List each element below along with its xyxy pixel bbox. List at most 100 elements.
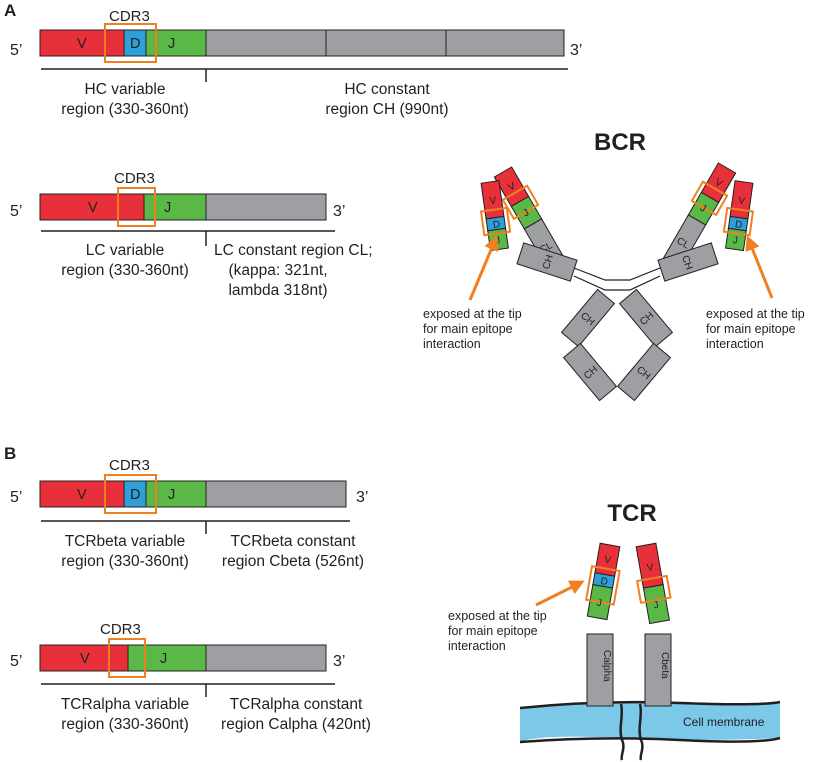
tcr-alpha-gene: CDR3 5’ V J 3’ TCRalpha variable region … [10,621,371,733]
hc-cdr3-box [104,23,157,63]
beta-j-label: J [168,487,175,503]
beta-constant-label-2: region Cbeta (526nt) [222,553,364,570]
beta-d-label: D [130,487,140,503]
beta-variable-label-1: TCRbeta variable [65,533,186,550]
hc-constant-segment [205,29,565,57]
beta-v-label: V [77,487,87,503]
hc-three-prime: 3’ [570,42,582,59]
hc-gene: CDR3 5’ V D J 3’ HC variable region (330… [10,8,582,118]
svg-text:J: J [732,235,738,247]
tcr-note-3: interaction [448,639,506,653]
lc-variable-label-1: LC variable [86,242,164,259]
bcr-note-left-3: interaction [423,337,481,351]
bcr-note-left-1: exposed at the tip [423,307,522,321]
lc-constant-label-2: (kappa: 321nt, [228,262,327,279]
tcr-diagram: TCR Cell membrane V D J Calpha V J [448,500,781,761]
svg-text:V: V [506,180,518,193]
bcr-fc-ch3-right: CH [616,342,672,402]
svg-text:J: J [653,600,660,612]
calpha-label: Calpha [601,650,612,682]
alpha-constant-label-1: TCRalpha constant [230,696,363,713]
hc-j-label: J [168,36,175,52]
bcr-left-arrow [468,235,499,301]
bcr-fc-ch3-left: CH [562,342,618,402]
beta-three-prime: 3’ [356,489,368,506]
bcr-right-ch1: CH [657,242,719,282]
hc-variable-label-1: HC variable [85,81,166,98]
alpha-j-segment [127,644,207,672]
alpha-cdr3-label: CDR3 [100,621,141,638]
beta-five-prime: 5’ [10,489,22,506]
bcr-left-ch1: CH [516,242,578,282]
alpha-variable-label-2: region (330-360nt) [61,716,189,733]
tcr-alpha-chain: V D J [584,542,621,621]
lc-cdr3-box [117,187,156,227]
svg-text:J: J [596,598,603,610]
panel-a-letter: A [4,1,16,20]
alpha-j-label: J [160,651,167,667]
svg-text:V: V [603,554,612,566]
alpha-cdr3-box [108,638,146,678]
cbeta-label: Cbeta [659,652,670,679]
lc-variable-label-2: region (330-360nt) [61,262,189,279]
alpha-constant-label-2: region Calpha (420nt) [221,716,371,733]
tcr-arrow [535,580,585,607]
lc-constant-label-3: lambda 318nt) [228,282,327,299]
hc-five-prime: 5’ [10,42,22,59]
lc-three-prime: 3’ [333,203,345,220]
svg-text:V: V [646,562,655,574]
beta-cdr3-label: CDR3 [109,457,150,474]
svg-text:J: J [698,203,708,215]
lc-j-segment [143,193,207,221]
lc-gene: CDR3 5’ V J 3’ LC variable region (330-3… [10,170,373,299]
beta-variable-label-2: region (330-360nt) [61,553,189,570]
cbeta-domain [644,633,672,707]
svg-text:CH: CH [679,254,694,271]
svg-text:V: V [489,195,497,207]
svg-text:CH: CH [541,254,556,271]
lc-v-label: V [88,200,98,216]
bcr-right-arrow [745,235,774,299]
bcr-note-right-1: exposed at the tip [706,307,805,321]
bcr-diagram: BCR V J CL V D J CH [423,129,805,402]
beta-v-segment [39,480,125,508]
lc-j-label: J [164,200,171,216]
svg-text:D: D [734,219,743,231]
hc-d-label: D [130,36,140,52]
beta-constant-segment [205,480,347,508]
svg-text:J: J [521,207,531,219]
hc-constant-label-2: region CH (990nt) [325,101,448,118]
tcr-title: TCR [607,500,656,527]
lc-constant-label-1: LC constant region CL; [214,242,373,259]
alpha-v-label: V [80,651,90,667]
lc-cdr3-label: CDR3 [114,170,155,187]
bcr-fc-ch2-left: CH [560,288,616,348]
svg-text:V: V [713,177,725,190]
hc-v-segment [39,29,125,57]
bcr-right-heavy-chain: V D J [722,180,755,252]
bcr-fc-ch2-right: CH [618,288,674,348]
beta-constant-label-1: TCRbeta constant [231,533,357,550]
tcr-beta-gene: CDR3 5’ V D J 3’ TCRbeta variable region… [10,457,368,570]
calpha-domain [586,633,614,707]
tcr-note-1: exposed at the tip [448,609,547,623]
tcr-note-2: for main epitope [448,624,538,638]
hc-variable-label-2: region (330-360nt) [61,101,189,118]
hc-cdr3-label: CDR3 [109,8,150,25]
tcr-beta-chain: V J [635,542,672,625]
bcr-note-right-2: for main epitope [706,322,796,336]
svg-text:D: D [600,576,609,588]
lc-five-prime: 5’ [10,203,22,220]
hc-v-label: V [77,36,87,52]
cell-membrane [520,702,780,742]
panel-b-letter: B [4,444,16,463]
bcr-note-right-3: interaction [706,337,764,351]
beta-cdr3-box [104,474,157,514]
membrane-label: Cell membrane [683,715,765,729]
alpha-variable-label-1: TCRalpha variable [61,696,189,713]
bcr-title: BCR [594,129,646,156]
svg-text:V: V [738,195,746,207]
svg-text:D: D [492,219,501,231]
bcr-note-left-2: for main epitope [423,322,513,336]
